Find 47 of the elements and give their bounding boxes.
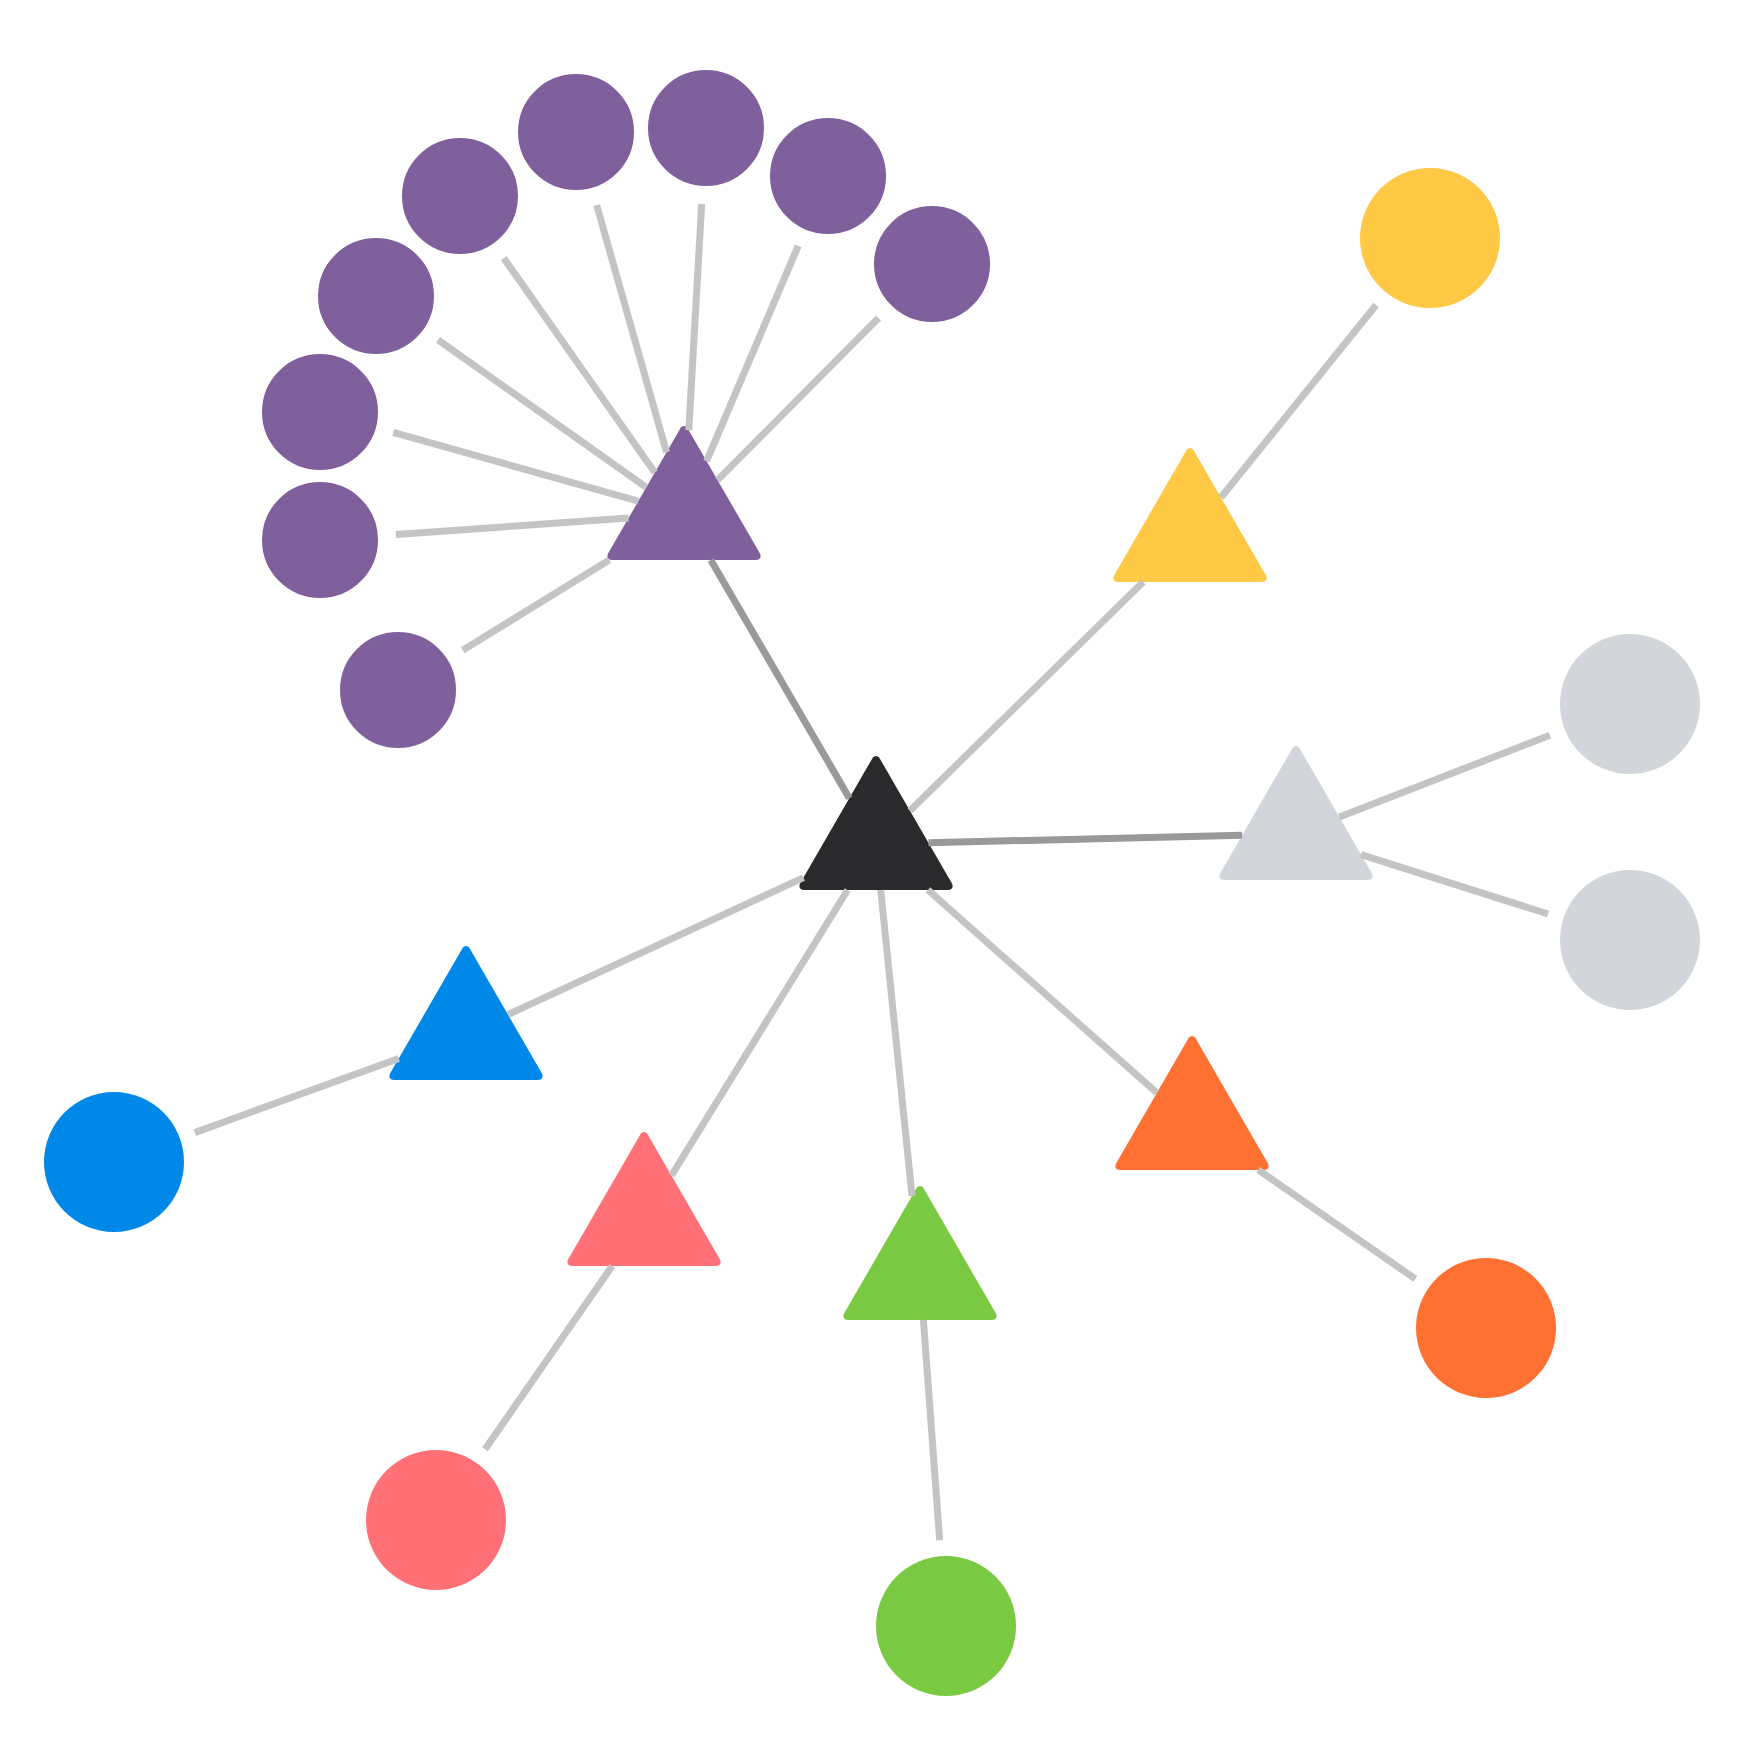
circle-node bbox=[258, 478, 382, 602]
link-line bbox=[460, 557, 612, 654]
link-line bbox=[1218, 302, 1379, 500]
circle-node bbox=[1560, 634, 1700, 774]
circle-node bbox=[1360, 168, 1500, 308]
link-line bbox=[193, 1055, 400, 1136]
circle-node bbox=[314, 234, 438, 358]
link-line bbox=[395, 514, 629, 539]
triangle-node bbox=[1115, 1036, 1269, 1170]
link-line bbox=[919, 1319, 944, 1541]
circle-node bbox=[1560, 870, 1700, 1010]
link-line bbox=[392, 429, 640, 505]
circle-node bbox=[1416, 1258, 1556, 1398]
triangle-node bbox=[567, 1132, 721, 1266]
circle-node bbox=[644, 66, 768, 190]
triangle-node bbox=[799, 756, 953, 890]
link-line bbox=[707, 558, 853, 800]
circle-node bbox=[44, 1092, 184, 1232]
triangle-node bbox=[843, 1186, 997, 1320]
triangle-node bbox=[1113, 448, 1267, 582]
circle-node bbox=[398, 134, 522, 258]
triangle-node bbox=[389, 946, 543, 1080]
link-line bbox=[593, 204, 670, 454]
link-line bbox=[482, 1264, 615, 1452]
circle-node bbox=[870, 202, 994, 326]
triangle-node bbox=[1219, 746, 1373, 880]
link-line bbox=[1338, 731, 1552, 821]
circle-node bbox=[766, 114, 890, 238]
link-line bbox=[928, 831, 1243, 847]
circle-node bbox=[876, 1556, 1016, 1696]
circle-node bbox=[366, 1450, 506, 1590]
link-line bbox=[500, 256, 658, 475]
link-line bbox=[436, 337, 649, 491]
link-line bbox=[1256, 1167, 1418, 1282]
link-line bbox=[925, 887, 1160, 1096]
link-line bbox=[877, 889, 916, 1197]
link-line bbox=[715, 315, 881, 483]
link-line bbox=[506, 874, 805, 1018]
circle-node bbox=[514, 70, 638, 194]
link-line bbox=[668, 888, 851, 1178]
triangle-node bbox=[607, 426, 761, 560]
circle-node bbox=[336, 628, 460, 752]
link-line bbox=[703, 244, 802, 463]
link-line bbox=[907, 579, 1146, 814]
link-line bbox=[1360, 851, 1550, 918]
link-line bbox=[685, 203, 706, 431]
circle-node bbox=[258, 350, 382, 474]
